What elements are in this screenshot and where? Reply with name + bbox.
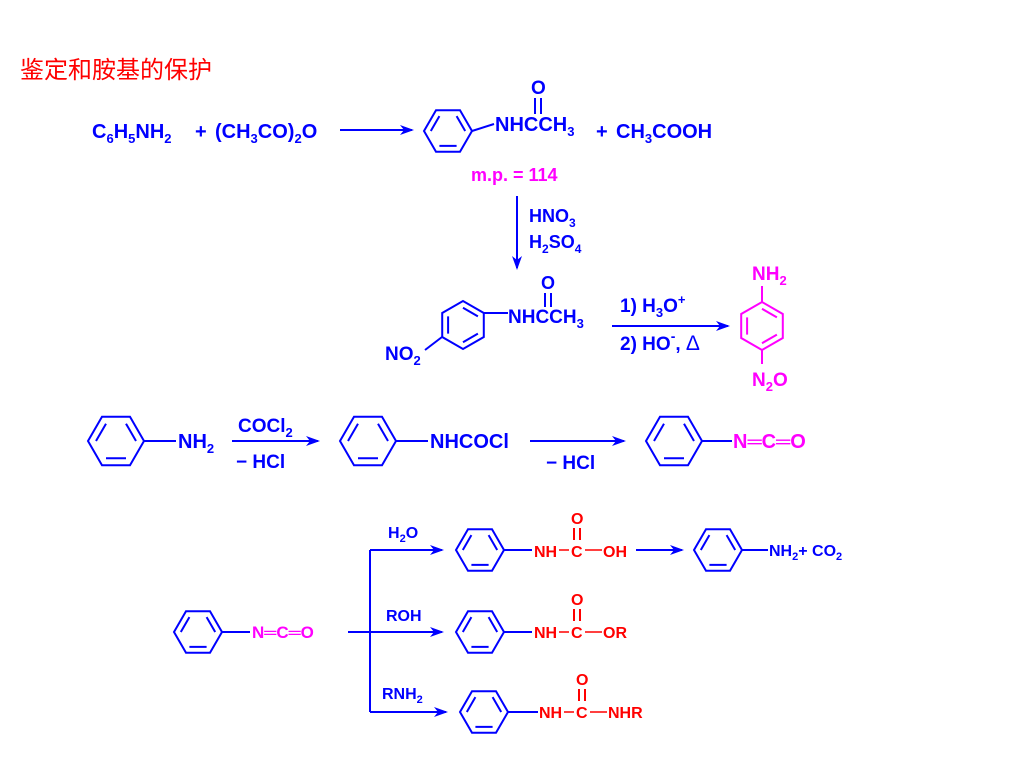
isocyanate-start: N═C═O <box>252 623 314 642</box>
hydrolysis-step-1: 1) H3O+ <box>620 292 686 320</box>
benzene-ring-icon <box>422 109 474 153</box>
carbamic-nh: NH <box>534 544 557 561</box>
acetanilide-group: NHCCH3 <box>495 114 574 139</box>
benzene-ring-icon <box>86 415 146 467</box>
branch-reagent-water: H2O <box>388 525 418 545</box>
urea-carbon: C <box>576 705 588 722</box>
reactant-aniline-formula: C6H5NH2 <box>92 121 172 146</box>
benzene-ring-icon <box>740 300 784 352</box>
decarboxylation-products: NH2+ CO2 <box>769 543 842 563</box>
benzene-ring-icon <box>644 415 704 467</box>
carbamate-nh: NH <box>534 625 557 642</box>
benzene-ring-icon <box>692 528 744 572</box>
acetamido-group: NHCCH3 <box>508 307 584 331</box>
carbamic-oxygen: O <box>571 511 583 528</box>
reagent-nitric-acid: HNO3 <box>529 206 576 230</box>
page-title: 鉴定和胺基的保护 <box>20 56 212 84</box>
aniline-amino: NH2 <box>178 431 214 456</box>
hydrolysis-step-2: 2) HO-, Δ <box>620 328 700 355</box>
minus-hcl-label: − HCl <box>236 452 285 473</box>
urea-oxygen: O <box>576 672 588 689</box>
urea-nhr: NHR <box>608 705 643 722</box>
benzene-ring-icon <box>458 690 510 734</box>
benzene-ring-icon <box>338 415 398 467</box>
benzene-ring-icon <box>441 299 485 351</box>
reagent-phosgene: COCl2 <box>238 416 293 440</box>
amino-group: NH2 <box>752 264 787 288</box>
carbonyl-oxygen: O <box>541 273 555 293</box>
carbamate-oxygen: O <box>571 592 583 609</box>
branch-reagent-amine: RNH2 <box>382 686 423 706</box>
carbonyl-oxygen: O <box>531 78 546 99</box>
reactant-anhydride-formula: (CH3CO)2O <box>215 121 317 146</box>
melting-point-label: m.p. = 114 <box>471 165 558 185</box>
carbamate-or: OR <box>603 625 627 642</box>
urea-nh: NH <box>539 705 562 722</box>
minus-hcl-label: − HCl <box>546 453 595 474</box>
plus-sign: + <box>596 121 608 143</box>
benzene-ring-icon <box>454 528 506 572</box>
nitro-group-product: N2O <box>752 370 788 394</box>
plus-sign: + <box>195 121 207 143</box>
byproduct-acetic-acid: CH3COOH <box>616 121 712 146</box>
branch-reagent-alcohol: ROH <box>386 608 422 625</box>
reagent-sulfuric-acid: H2SO4 <box>529 232 582 256</box>
carbamic-oh: OH <box>603 544 627 561</box>
isocyanate-group: N═C═O <box>733 431 806 453</box>
nitro-group: NO2 <box>385 344 421 368</box>
carbamic-carbon: C <box>571 544 583 561</box>
carbamoyl-chloride-group: NHCOCl <box>430 431 509 453</box>
benzene-ring-icon <box>454 610 506 654</box>
benzene-ring-icon <box>172 610 224 654</box>
carbamate-carbon: C <box>571 625 583 642</box>
